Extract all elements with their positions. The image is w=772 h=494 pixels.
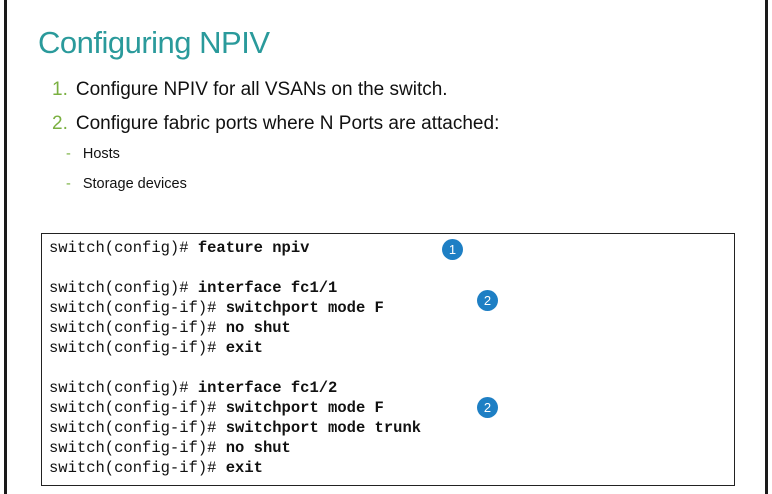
substep-text: Hosts <box>82 146 120 162</box>
code-line: switch(config)# feature npiv <box>49 238 309 258</box>
code-command: feature npiv <box>197 239 310 257</box>
code-command: switchport mode F <box>225 399 384 417</box>
code-prompt: switch(config)# <box>49 379 198 397</box>
slide-title: Configuring NPIV <box>38 25 270 60</box>
code-line: switch(config)# interface fc1/2 <box>49 378 337 398</box>
steps-list: 1. Configure NPIV for all VSANs on the sw… <box>52 78 499 146</box>
substep-item: -Storage devices <box>66 174 187 204</box>
code-command: no shut <box>225 439 291 457</box>
step-badge: 2 <box>477 397 498 418</box>
code-prompt: switch(config-if)# <box>49 439 226 457</box>
code-prompt: switch(config)# <box>49 239 198 257</box>
code-line: switch(config-if)# no shut <box>49 318 291 338</box>
code-line: switch(config)# interface fc1/1 <box>49 278 337 298</box>
step-item: 1. Configure NPIV for all VSANs on the sw… <box>52 78 499 112</box>
code-command: exit <box>225 459 263 477</box>
code-line: switch(config-if)# exit <box>49 458 263 478</box>
code-prompt: switch(config-if)# <box>49 299 226 317</box>
substep-text: Storage devices <box>82 176 187 192</box>
substep-dash: - <box>66 176 71 192</box>
code-line: switch(config-if)# no shut <box>49 438 291 458</box>
code-command: switchport mode F <box>225 299 384 317</box>
step-text: Configure fabric ports where N Ports are… <box>75 113 500 134</box>
step-badge: 1 <box>442 239 463 260</box>
code-block: switch(config)# feature npiv switch(conf… <box>41 233 735 486</box>
substep-dash: - <box>66 146 71 162</box>
code-line: switch(config-if)# switchport mode F <box>49 398 384 418</box>
code-command: switchport mode trunk <box>225 419 422 437</box>
slide-frame <box>4 0 768 494</box>
code-command: interface fc1/2 <box>197 379 338 397</box>
step-item: 2. Configure fabric ports where N Ports a… <box>52 112 499 146</box>
code-command: no shut <box>225 319 291 337</box>
code-prompt: switch(config)# <box>49 279 198 297</box>
code-command: interface fc1/1 <box>197 279 338 297</box>
code-command: exit <box>225 339 263 357</box>
code-prompt: switch(config-if)# <box>49 339 226 357</box>
code-prompt: switch(config-if)# <box>49 319 226 337</box>
step-number: 2. <box>52 113 68 134</box>
code-line: switch(config-if)# switchport mode trunk <box>49 418 421 438</box>
code-prompt: switch(config-if)# <box>49 399 226 417</box>
step-number: 1. <box>52 79 68 100</box>
substeps-list: -Hosts -Storage devices <box>66 144 187 204</box>
step-badge: 2 <box>477 290 498 311</box>
step-text: Configure NPIV for all VSANs on the swit… <box>75 79 448 100</box>
code-line: switch(config-if)# exit <box>49 338 263 358</box>
code-prompt: switch(config-if)# <box>49 419 226 437</box>
code-line: switch(config-if)# switchport mode F <box>49 298 384 318</box>
code-prompt: switch(config-if)# <box>49 459 226 477</box>
substep-item: -Hosts <box>66 144 187 174</box>
